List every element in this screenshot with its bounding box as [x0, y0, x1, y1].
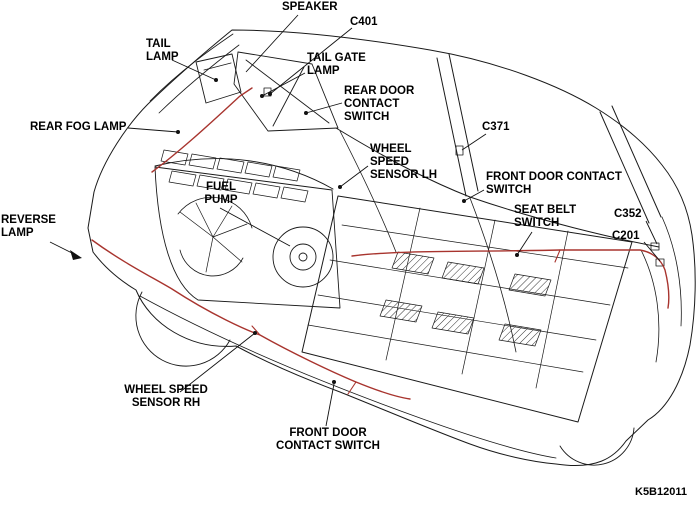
- label-rear-fog-lamp: REAR FOG LAMP: [30, 121, 127, 133]
- part-number: K5B12011: [635, 486, 687, 498]
- floor-crossmembers: [385, 207, 569, 389]
- label-front-door-contact-switch-bottom: FRONT DOOR CONTACT SWITCH: [276, 427, 380, 453]
- leader-fuel-pump: [219, 207, 291, 247]
- connector-c371: [455, 145, 464, 156]
- harness-branches: [251, 249, 561, 395]
- leader-c352: [645, 220, 658, 245]
- trunk-floor: [154, 166, 341, 309]
- label-reverse-lamp: REVERSE LAMP: [1, 214, 56, 240]
- spare-tire-well: [272, 226, 334, 288]
- leader-speaker: [245, 14, 299, 73]
- a-pillar: [599, 105, 662, 224]
- leader-wheel-sensor-lh: [339, 165, 369, 188]
- leader-rear-fog-lamp: [127, 127, 179, 133]
- leader-lines: [49, 14, 661, 427]
- harness-rear: [151, 87, 253, 173]
- leader-wheel-sensor-rh: [179, 332, 256, 393]
- front-wheel-arch: [559, 427, 635, 466]
- harness-cross-right: [351, 249, 670, 309]
- leader-tail-gate-lamp: [261, 72, 306, 97]
- label-c371: C371: [482, 121, 510, 133]
- connector-c352: [650, 242, 660, 251]
- label-wheel-speed-sensor-lh: WHEEL SPEED SENSOR LH: [370, 143, 438, 182]
- harness-left-sill: [91, 239, 411, 400]
- rear-axle-spokes: [179, 202, 248, 273]
- label-fuel-pump: FUEL PUMP: [204, 181, 238, 207]
- label-seat-belt-switch: SEAT BELT SWITCH: [514, 204, 577, 230]
- leader-seat-belt-switch: [516, 231, 533, 256]
- label-speaker: SPEAKER: [282, 1, 338, 13]
- leader-rear-door-switch: [305, 102, 343, 114]
- label-c401: C401: [350, 16, 378, 28]
- label-wheel-speed-sensor-rh: WHEEL SPEED SENSOR RH: [124, 384, 208, 410]
- floor-pan: [301, 195, 633, 423]
- leader-front-door-switch-front: [463, 189, 485, 202]
- floor-rails: [307, 224, 629, 373]
- b-pillar: [436, 53, 479, 197]
- label-c201: C201: [612, 230, 640, 242]
- rear-axle-arcs: [177, 196, 253, 277]
- leader-c201: [643, 241, 661, 262]
- label-tail-gate-lamp: TAIL GATE LAMP: [307, 52, 366, 78]
- leader-front-door-switch-bottom: [325, 383, 335, 427]
- rocker-inner: [139, 295, 557, 459]
- label-c352: C352: [614, 208, 642, 220]
- connector-c201: [655, 258, 665, 267]
- beltline: [335, 127, 660, 248]
- leader-tail-lamp: [171, 59, 217, 81]
- wiring-harness: [91, 87, 670, 400]
- rear-wheel-arch: [135, 291, 231, 367]
- connector-c401: [263, 87, 272, 97]
- reverse-lamp-arrowhead: [70, 250, 82, 260]
- label-front-door-contact-switch-front: FRONT DOOR CONTACT SWITCH: [486, 171, 622, 197]
- leader-c371: [461, 133, 487, 151]
- parcel-shelf-edge: [154, 158, 334, 190]
- body-outline: [87, 29, 696, 467]
- label-tail-lamp: TAIL LAMP: [146, 38, 179, 64]
- front-inner-fender: [640, 216, 682, 363]
- rear-hatch-frame: [233, 51, 339, 132]
- seat-mounts: [379, 251, 552, 347]
- leader-c401: [269, 27, 353, 95]
- shelf-vents: [160, 149, 309, 203]
- label-rear-door-contact-switch: REAR DOOR CONTACT SWITCH: [344, 85, 415, 124]
